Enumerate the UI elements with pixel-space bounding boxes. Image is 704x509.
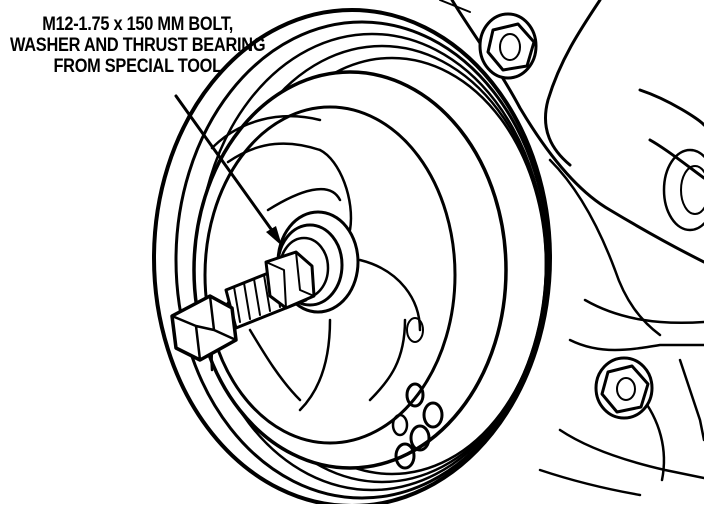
callout-leader-arrow: [174, 94, 282, 246]
lower-mounting-bolt: [594, 356, 654, 420]
callout-line-3: FROM SPECIAL TOOL: [53, 56, 222, 77]
callout-label: M12-1.75 x 150 MM BOLT, WASHER AND THRUS…: [10, 14, 266, 77]
upper-mounting-bolt: [478, 12, 538, 80]
forcing-bolt: [170, 250, 316, 362]
damper-balance-holes: [391, 382, 444, 470]
callout-line-2: WASHER AND THRUST BEARING: [10, 35, 266, 56]
callout-line-1: M12-1.75 x 150 MM BOLT,: [42, 14, 234, 35]
